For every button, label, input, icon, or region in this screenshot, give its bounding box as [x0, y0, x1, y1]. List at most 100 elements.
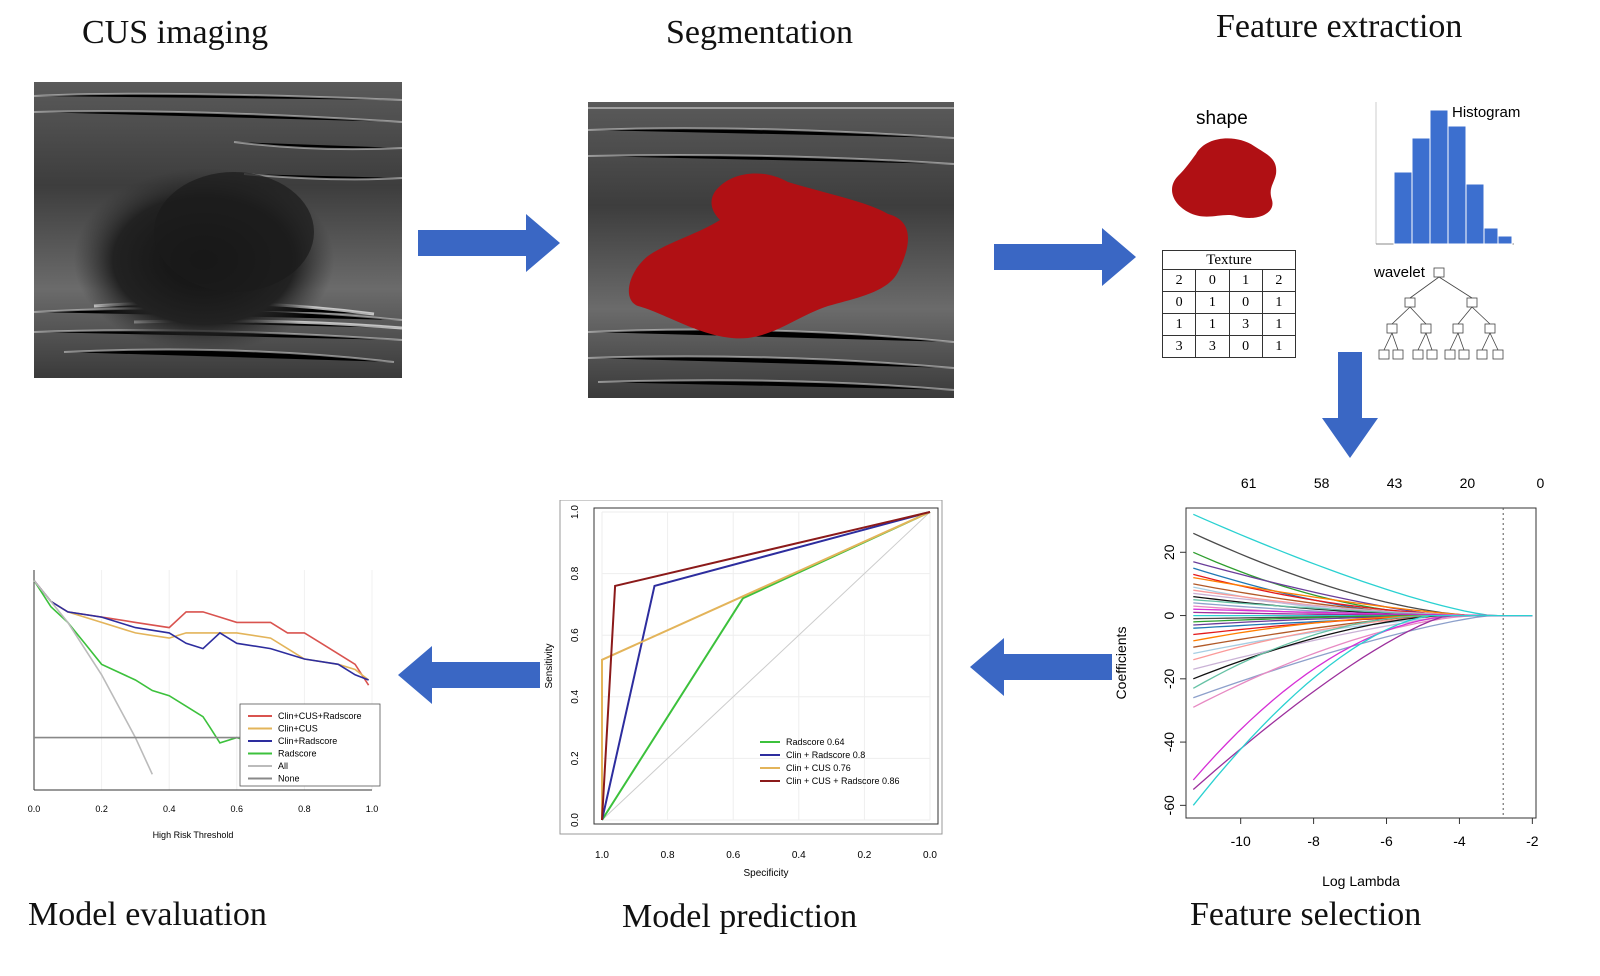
y-tick-label: 0.0: [570, 813, 581, 827]
texture-cell: 0: [1228, 335, 1263, 358]
texture-cell: 0: [1228, 291, 1263, 314]
x-tick-label: 0.6: [231, 804, 244, 814]
texture-cell: 1: [1195, 313, 1230, 336]
y-tick-label: 0.4: [570, 689, 581, 703]
legend-entry: Clin + CUS 0.76: [786, 763, 851, 773]
y-axis-label: Sensitivity: [544, 643, 555, 688]
x-tick-label: 0.4: [163, 804, 176, 814]
top-tick-label: 20: [1460, 475, 1476, 491]
x-tick-label: -10: [1231, 833, 1251, 849]
title-cus-imaging: CUS imaging: [82, 14, 269, 51]
texture-cell: 3: [1228, 313, 1263, 336]
arrow-left-2: [398, 646, 540, 704]
arrow-left-1: [970, 638, 1112, 696]
wavelet-tree: wavelet: [1372, 264, 1522, 374]
texture-cell: 2: [1261, 269, 1297, 292]
coefficient-path: [1192, 614, 1533, 781]
texture-cell: 1: [1261, 313, 1297, 336]
legend-entry: Clin+CUS: [278, 724, 318, 734]
texture-cell: 1: [1228, 269, 1263, 292]
net-benefit-curve: [33, 579, 369, 681]
y-tick-label: 0.2: [570, 751, 581, 765]
legend-box: [239, 703, 381, 787]
roc-frame: [559, 500, 943, 835]
x-tick-label: -4: [1453, 833, 1466, 849]
arrow-right-2: [994, 228, 1136, 286]
x-tick-label: 0.2: [95, 804, 108, 814]
y-axis-label: Coefficients: [1113, 627, 1129, 700]
roc-curve: [601, 511, 931, 821]
shape-icon: [1172, 138, 1277, 219]
y-tick-label: 20: [1161, 544, 1177, 560]
texture-cell: 0: [1195, 269, 1230, 292]
net-benefit-curve: [33, 579, 154, 775]
texture-cell: 1: [1261, 335, 1297, 358]
legend-entry: Clin+CUS+Radscore: [278, 711, 362, 721]
x-axis-label: High Risk Threshold: [153, 830, 234, 840]
top-tick-label: 43: [1387, 475, 1403, 491]
title-feature-selection: Feature selection: [1190, 896, 1422, 933]
net-benefit-curve: [33, 579, 370, 681]
x-tick-label: 0.0: [923, 850, 937, 861]
title-model-prediction: Model prediction: [622, 898, 858, 935]
histogram-panel: Histogram: [1366, 96, 1530, 282]
x-tick-label: 0.4: [792, 850, 806, 861]
x-tick-label: 1.0: [595, 850, 609, 861]
y-tick-label: -60: [1161, 795, 1177, 815]
top-tick-label: 61: [1241, 475, 1257, 491]
coefficient-path: [1193, 614, 1533, 655]
texture-cell: 2: [1161, 269, 1197, 292]
y-tick-label: 0: [1161, 611, 1177, 619]
arrow-right-1: [418, 214, 560, 272]
y-tick-label: 0.8: [570, 566, 581, 580]
lesion-mask: [628, 173, 908, 339]
y-tick-label: -20: [1161, 668, 1177, 688]
coefficient-path: [1192, 614, 1533, 790]
top-tick-label: 58: [1314, 475, 1330, 491]
title-model-evaluation: Model evaluation: [28, 896, 267, 933]
legend-entry: Radscore 0.64: [786, 737, 845, 747]
roc-curve: [601, 511, 931, 820]
legend-entry: Clin + Radscore 0.8: [786, 750, 865, 760]
coefficient-path: [1192, 614, 1533, 806]
x-tick-label: -2: [1526, 833, 1539, 849]
arrow-down: [1322, 352, 1378, 458]
title-segmentation: Segmentation: [666, 14, 853, 51]
shape-label: shape: [1196, 108, 1248, 129]
x-tick-label: 1.0: [366, 804, 379, 814]
texture-cell: 1: [1161, 313, 1197, 336]
title-feature-extraction: Feature extraction: [1216, 8, 1463, 45]
texture-cell: 1: [1195, 291, 1230, 314]
x-tick-label: 0.0: [28, 804, 41, 814]
y-tick-label: 0.6: [570, 628, 581, 642]
legend-entry: Clin + CUS + Radscore 0.86: [786, 776, 900, 786]
texture-cell: 0: [1161, 291, 1197, 314]
y-tick-label: 1.0: [570, 505, 581, 519]
legend-entry: All: [278, 761, 288, 771]
x-tick-label: 0.2: [857, 850, 871, 861]
y-tick-label: -40: [1161, 732, 1177, 752]
wavelet-label: wavelet: [1374, 264, 1425, 281]
texture-cell: 3: [1195, 335, 1230, 358]
segmented-ultrasound-image: [588, 102, 954, 398]
x-axis-label: Log Lambda: [1322, 873, 1400, 889]
x-tick-label: -8: [1307, 833, 1320, 849]
legend-entry: Radscore: [278, 749, 317, 759]
ultrasound-image: [34, 82, 402, 378]
x-axis-label: Specificity: [743, 868, 788, 879]
top-tick-label: 0: [1536, 475, 1544, 491]
texture-label: Texture: [1162, 250, 1296, 269]
x-tick-label: 0.8: [298, 804, 311, 814]
roc-curve: [601, 511, 931, 821]
legend-entry: None: [278, 774, 300, 784]
legend-entry: Clin+Radscore: [278, 736, 337, 746]
x-tick-label: 0.8: [661, 850, 675, 861]
texture-cell: 3: [1161, 335, 1197, 358]
